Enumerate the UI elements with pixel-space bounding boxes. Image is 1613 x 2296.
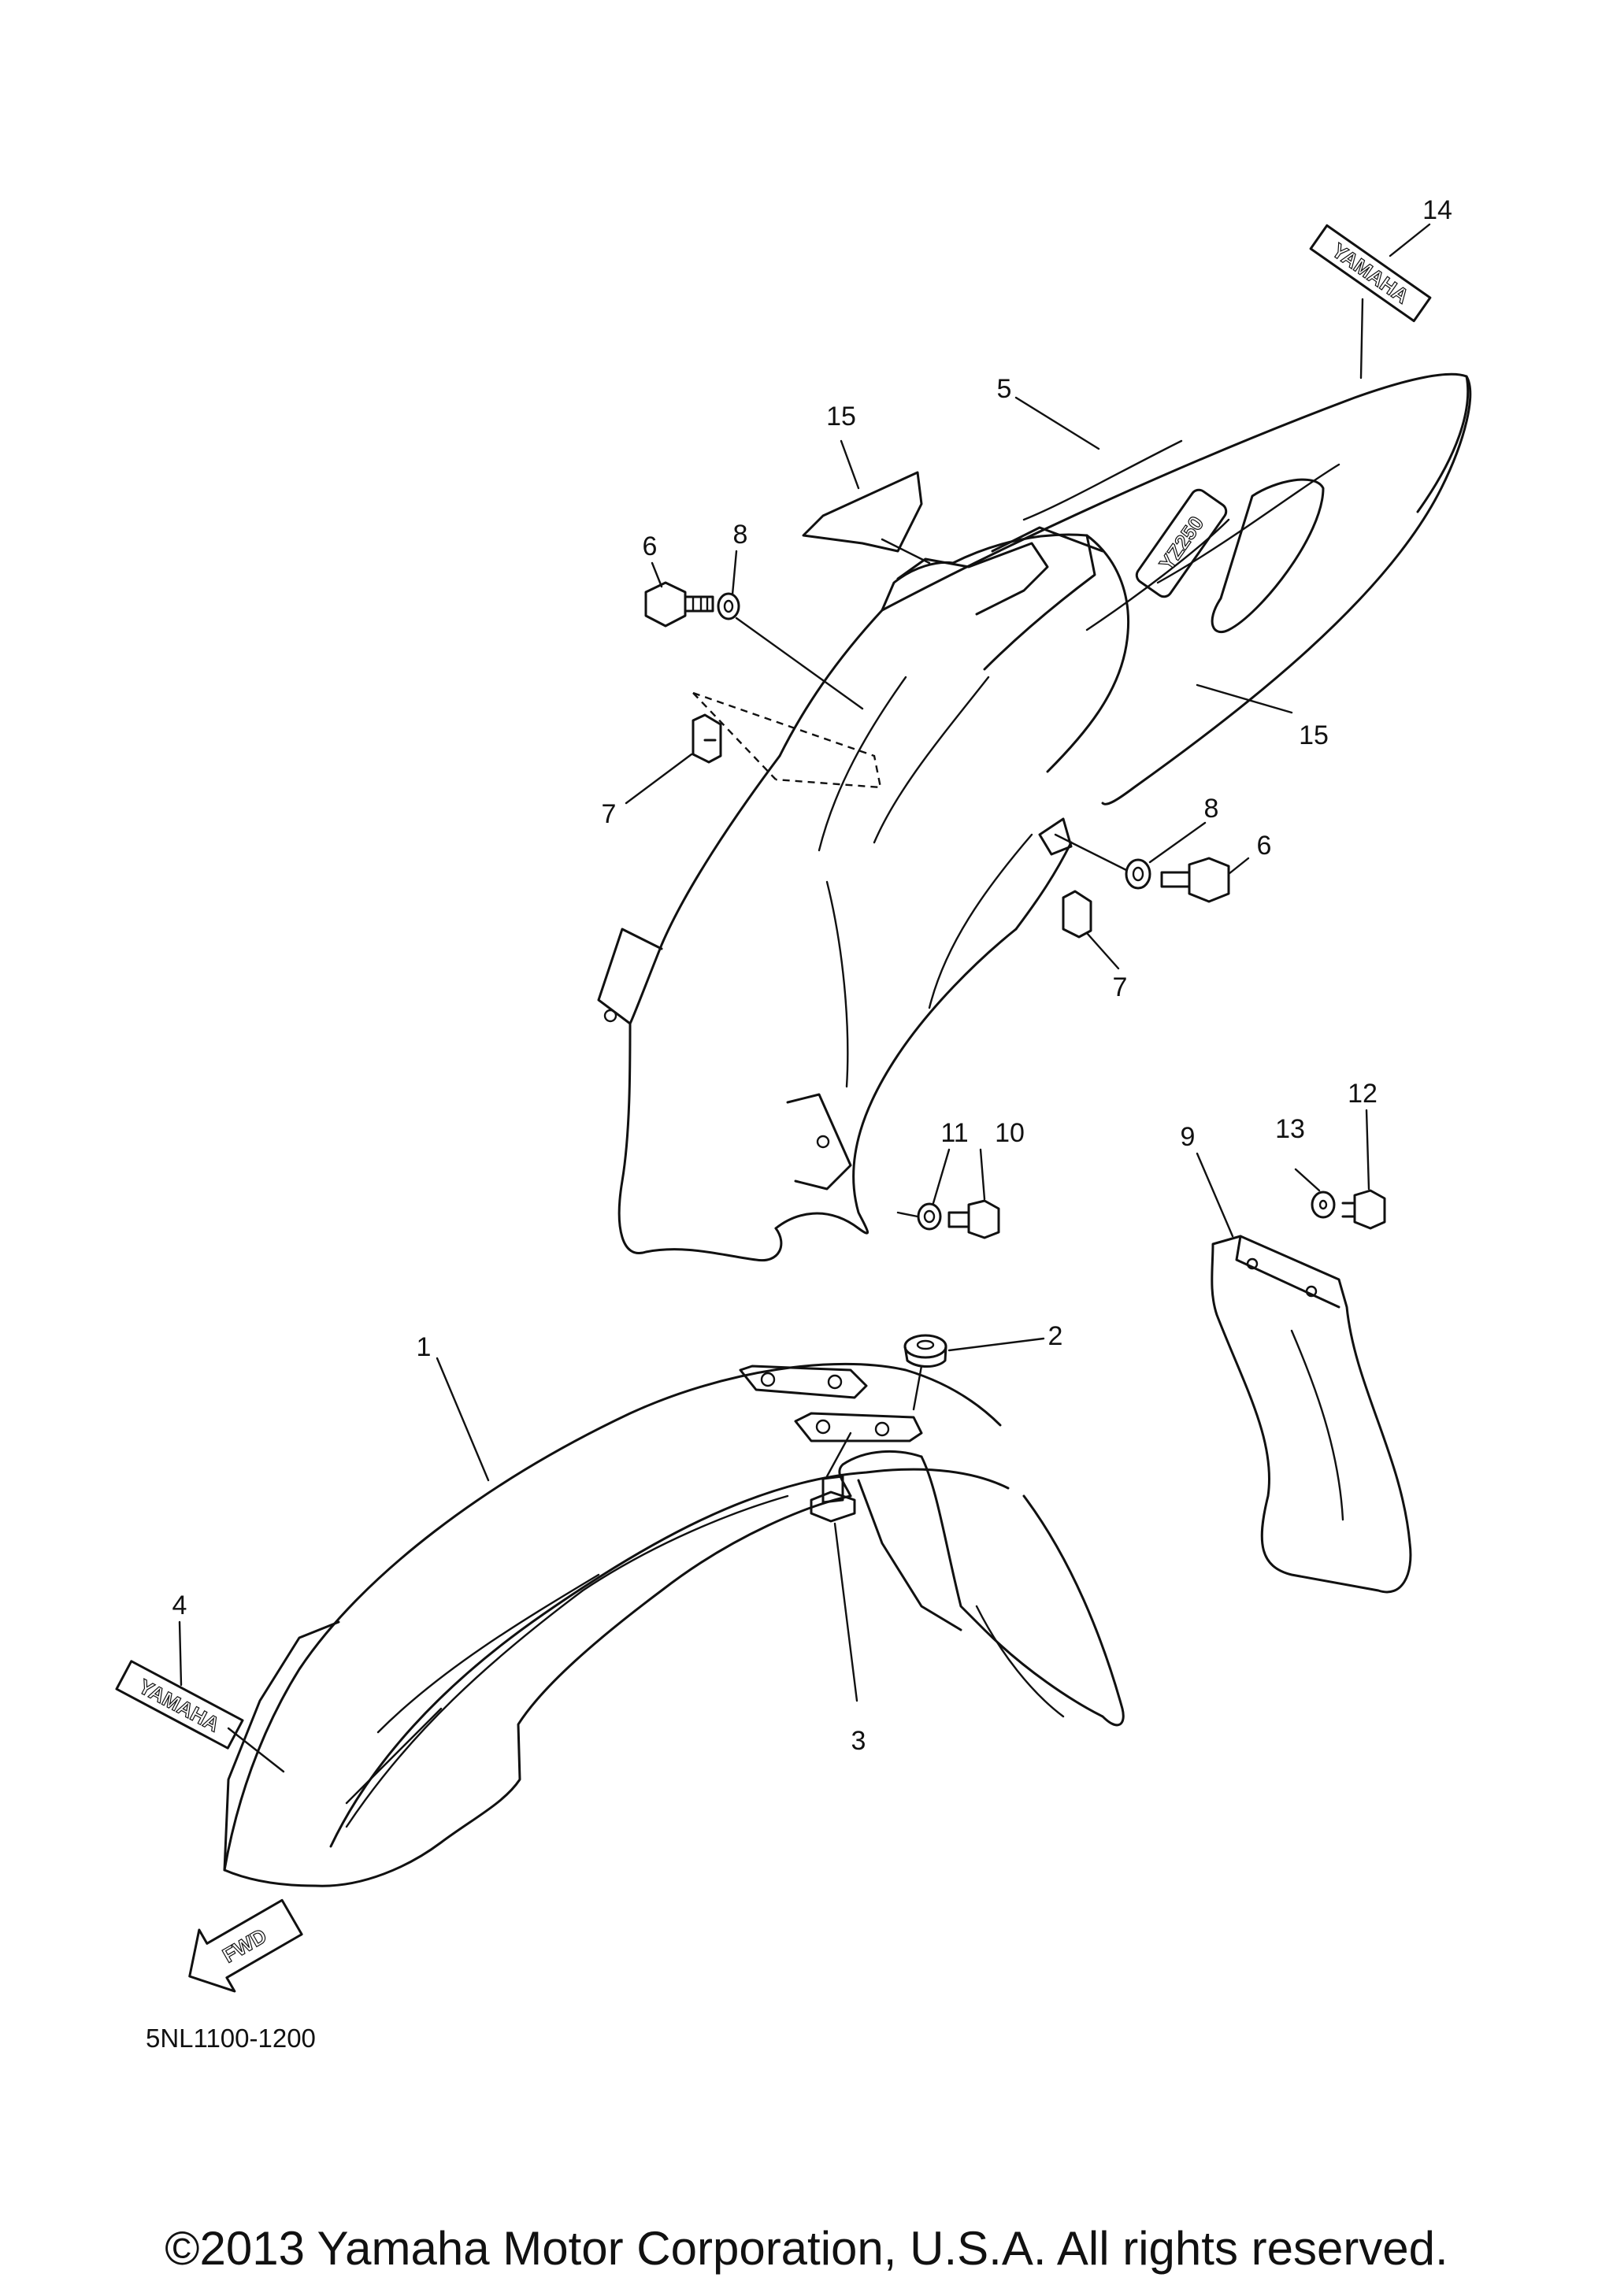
- washer-13: [1311, 1191, 1336, 1219]
- callout-8-left: 8: [733, 520, 748, 550]
- callout-12: 12: [1348, 1079, 1378, 1109]
- diagram-part-code: 5NL1100-1200: [146, 2024, 316, 2053]
- callout-14: 14: [1422, 195, 1452, 225]
- collar-8-left: [717, 592, 740, 620]
- fwd-arrow-text: FWD: [218, 1924, 270, 1968]
- yamaha-rear-decal: YAMAHA: [1309, 224, 1432, 323]
- yamaha-front-decal: YAMAHA: [115, 1660, 244, 1750]
- callout-11: 11: [940, 1118, 968, 1148]
- grommet-11: [917, 1202, 942, 1231]
- callout-10: 10: [995, 1118, 1025, 1148]
- collar-8-right: [1125, 858, 1151, 890]
- rear-fender-top-decal: [802, 471, 923, 553]
- callout-6-right: 6: [1257, 831, 1272, 861]
- callout-5: 5: [997, 374, 1012, 404]
- bolt-6-left: [644, 581, 714, 628]
- grommet-2: [903, 1334, 947, 1368]
- callout-1: 1: [417, 1332, 432, 1362]
- screw-12: [1341, 1189, 1386, 1230]
- callout-15-right: 15: [1299, 720, 1329, 750]
- callout-15-upper: 15: [826, 402, 856, 431]
- leader-lines: [178, 223, 1431, 1773]
- mounting-guide-left: [692, 691, 882, 789]
- yz250-decal-text: YZ250: [1155, 512, 1209, 575]
- callout-4: 4: [172, 1591, 187, 1620]
- yz250-decal: YZ250: [1135, 488, 1228, 598]
- callout-13: 13: [1275, 1114, 1305, 1144]
- bolt-6-right: [1160, 857, 1230, 903]
- yamaha-rear-decal-text: YAMAHA: [1328, 239, 1414, 309]
- callout-7-right: 7: [1113, 972, 1128, 1002]
- copyright-notice: ©2013 Yamaha Motor Corporation, U.S.A. A…: [165, 2222, 1448, 2275]
- callout-7-left: 7: [602, 799, 617, 829]
- bolt-3: [810, 1475, 856, 1523]
- callout-6-left: 6: [643, 531, 658, 561]
- callout-9: 9: [1181, 1122, 1196, 1152]
- callout-8-right: 8: [1204, 794, 1219, 824]
- fork-guard: [1211, 1235, 1412, 1594]
- rear-fender: [597, 372, 1472, 1262]
- screw-10: [947, 1199, 1000, 1239]
- clip-7-left: [692, 713, 722, 764]
- callout-2: 2: [1048, 1321, 1063, 1351]
- clip-7-right: [1062, 890, 1092, 939]
- callout-3: 3: [851, 1726, 866, 1756]
- front-fender: [223, 1362, 1125, 1887]
- fwd-arrow: FWD: [188, 1898, 303, 1993]
